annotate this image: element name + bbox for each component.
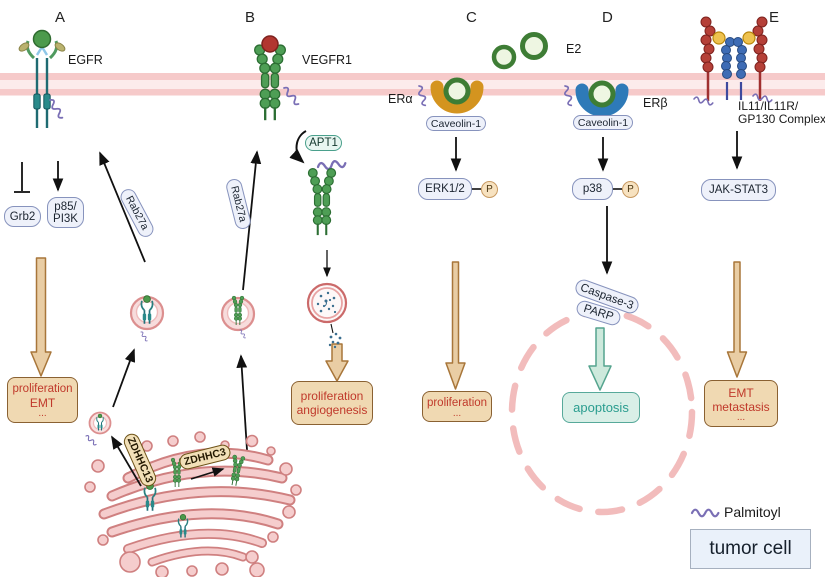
apoptosis-box: apoptosis	[562, 392, 640, 423]
outcome-arrow-c	[445, 261, 466, 390]
vesicle-transport-arrow-a	[112, 348, 136, 408]
cell-membrane	[0, 73, 825, 96]
er-alpha-receptor	[415, 77, 484, 114]
tumor-cell-label-box: tumor cell	[690, 529, 811, 569]
degradation-line	[330, 323, 334, 334]
outcome-arrow-a	[30, 257, 52, 377]
transport-vesicle-vegfr	[220, 295, 256, 339]
er-beta-receptor	[561, 80, 629, 117]
internalized-vegfr1	[307, 167, 337, 237]
outcome-box-c: proliferation ...	[422, 391, 492, 422]
outcome-c-dots: ...	[452, 407, 462, 419]
jak-stat3-pill: JAK-STAT3	[701, 179, 776, 201]
caveolin1-pill-d: Caveolin-1	[573, 115, 633, 130]
egf-ligand	[32, 29, 52, 49]
rab27a-transport-arrow-a	[99, 151, 146, 263]
vegfr1-label: VEGFR1	[302, 53, 353, 67]
outcome-box-a: proliferation EMT ...	[7, 377, 78, 423]
palmitoyl-squiggle	[692, 95, 715, 107]
apt1-pill: APT1	[305, 135, 342, 151]
phospho-circle-d: P	[622, 181, 639, 198]
er-alpha-label: ERα	[388, 92, 413, 106]
panel-letter-e: E	[769, 9, 780, 26]
grb2-pill: Grb2	[4, 206, 41, 227]
outcome-a-line2: EMT	[29, 396, 56, 410]
budding-vesicle	[84, 411, 112, 447]
outcome-c-line1: proliferation	[426, 396, 488, 409]
outcome-arrows	[30, 257, 748, 390]
e2-label: E2	[566, 42, 582, 56]
e2-ligand-bound	[443, 77, 471, 105]
il11-complex-label-line2: GP130 Complex	[738, 112, 825, 126]
e2-ligand-bound	[588, 80, 616, 108]
outcome-b-line1: proliferation	[300, 389, 364, 403]
caveolin1-pill-c: Caveolin-1	[426, 116, 486, 131]
golgi-to-budding-vesicle-arrow	[111, 435, 142, 487]
tumor-cell-text: tumor cell	[709, 538, 792, 559]
apoptosis-arrow	[588, 327, 612, 391]
il11-complex	[692, 16, 774, 107]
outcome-e-line2: metastasis	[712, 399, 770, 414]
pi3k-line2: PI3K	[53, 212, 78, 225]
palmitoyl-legend-label: Palmitoyl	[724, 504, 781, 520]
legend-palmitoyl-squiggle	[690, 508, 720, 518]
vegf-ligand	[261, 35, 279, 53]
outcome-a-dots: ...	[38, 408, 47, 419]
zdhhc3-arrow	[190, 467, 225, 480]
egfr-receptor	[18, 29, 66, 128]
p85-pi3k-pill: p85/ PI3K	[47, 197, 84, 228]
il11-complex-label-line1: IL11/IL11R/	[738, 99, 799, 113]
panel-letter-c: C	[466, 9, 477, 26]
erk12-pill: ERK1/2	[418, 178, 472, 200]
transport-vesicle-egfr	[129, 294, 165, 343]
apt1-depalmitoylation-arrow	[289, 130, 307, 164]
golgi-to-vesicle-arrow-b	[236, 354, 248, 451]
panel-letter-b: B	[245, 9, 256, 26]
er-beta-label: ERβ	[643, 96, 668, 110]
il11-ligand	[742, 31, 756, 45]
outcome-box-b: proliferation angiogenesis	[291, 381, 373, 425]
free-e2-molecules	[491, 32, 548, 70]
outcome-arrow-e	[726, 261, 748, 378]
vegfr1-receptor	[253, 35, 302, 122]
outcome-box-e: EMT metastasis ...	[704, 380, 778, 427]
degraded-fragments	[328, 332, 342, 349]
panel-a-arrows	[14, 151, 146, 263]
outcome-arrow-b	[325, 343, 349, 382]
p38-pill: p38	[572, 178, 613, 200]
outcome-e-line1: EMT	[728, 385, 754, 400]
outcome-b-line2: angiogenesis	[296, 403, 368, 417]
apoptosis-text: apoptosis	[573, 399, 629, 415]
golgi-apparatus	[84, 431, 302, 577]
egfr-label: EGFR	[68, 53, 103, 67]
endosome	[306, 282, 348, 324]
panel-letter-a: A	[55, 9, 66, 26]
panel-letter-d: D	[602, 9, 613, 26]
phospho-circle-c: P	[481, 181, 498, 198]
outcome-e-dots: ...	[736, 411, 746, 423]
il11-ligand	[712, 31, 726, 45]
p85-line1: p85/	[54, 200, 77, 213]
outcome-a-line1: proliferation	[12, 383, 73, 395]
